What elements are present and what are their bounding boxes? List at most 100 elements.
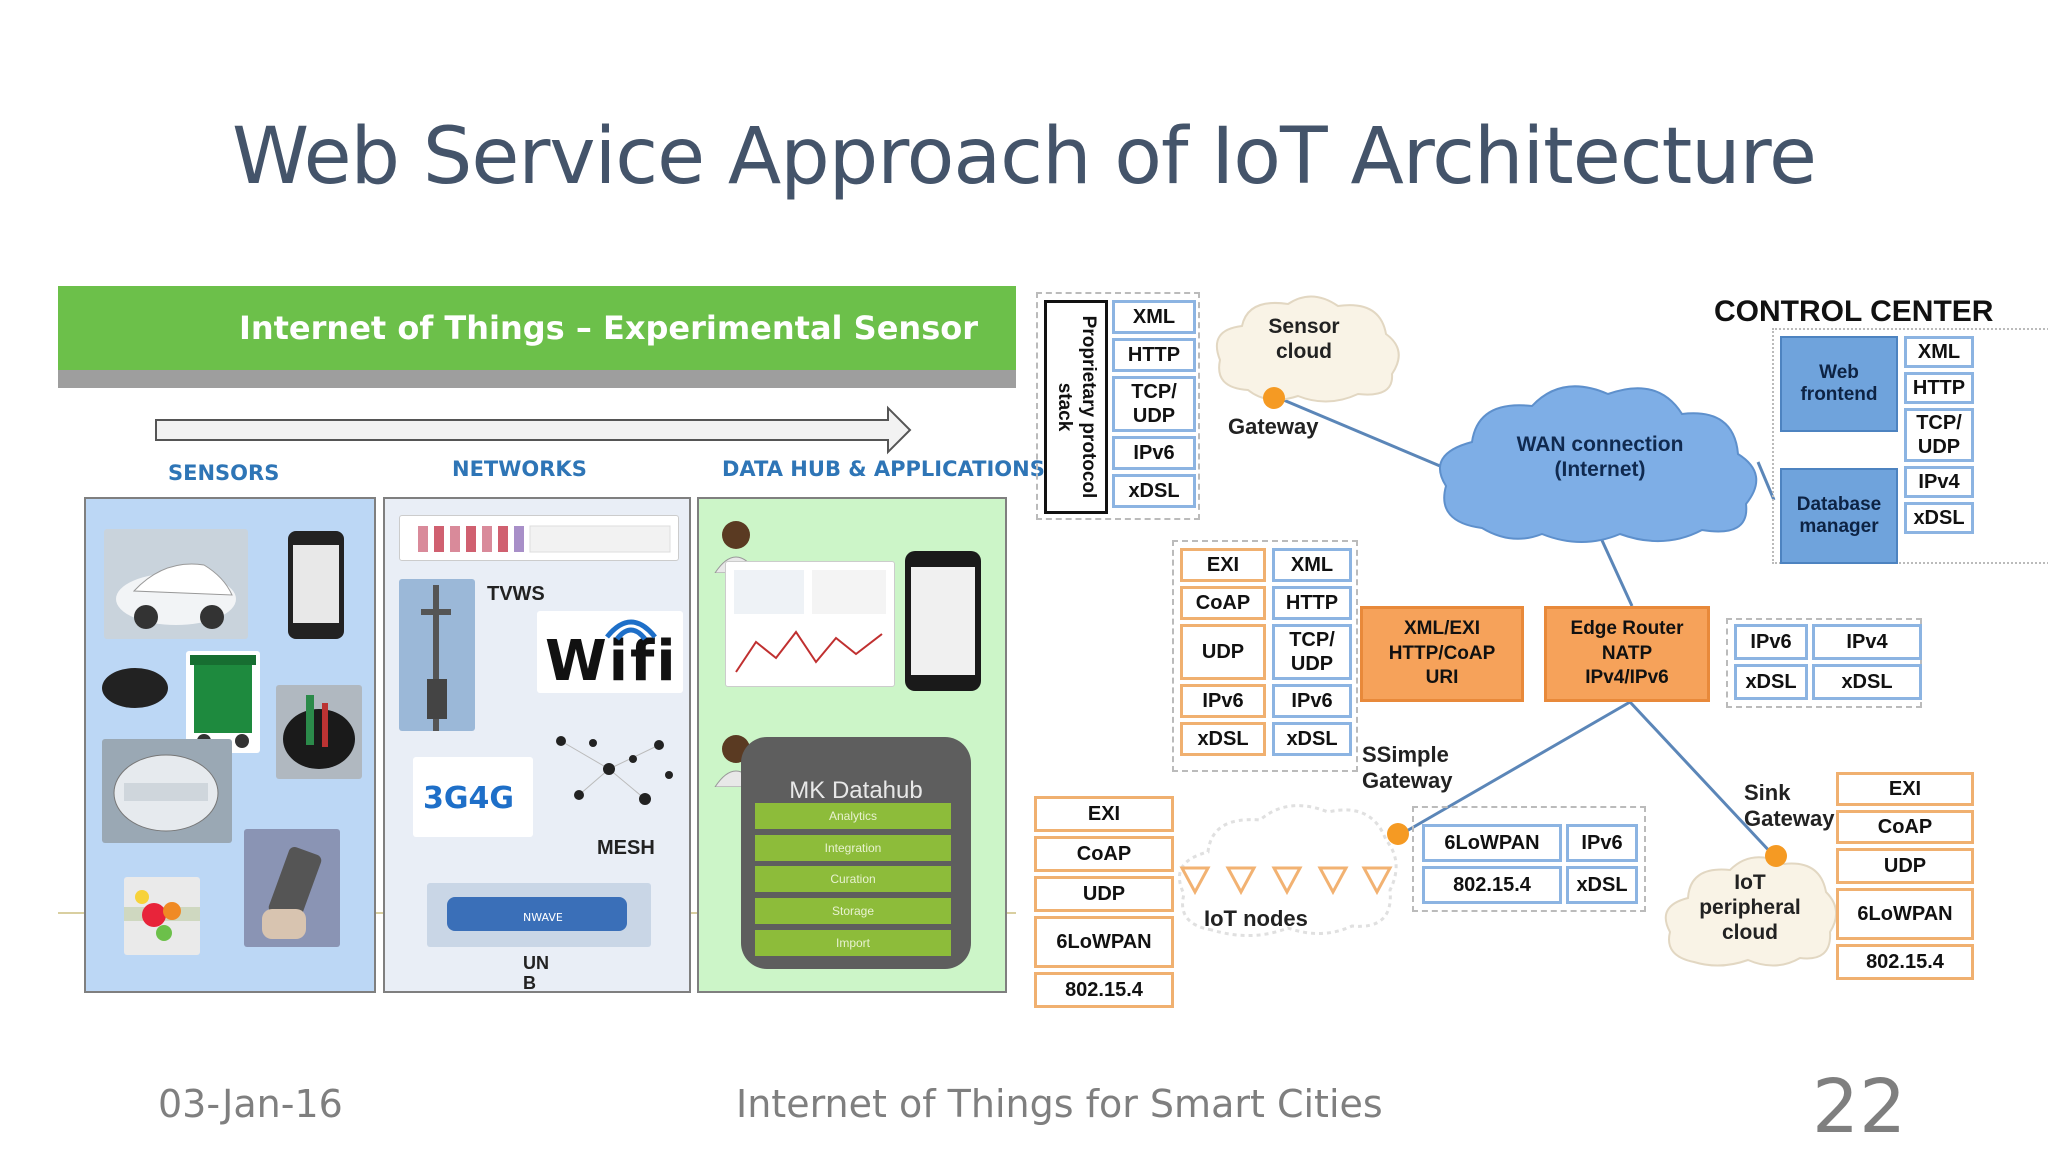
simple-grid-cell: 6LoWPAN: [1422, 824, 1562, 862]
simple-grid-frame: [1412, 806, 1646, 912]
node-stack-layer: 6LoWPAN: [1034, 916, 1174, 968]
peripheral-stack-layer: 802.15.4: [1836, 944, 1974, 980]
tvws-mast-photo: [399, 579, 475, 731]
edge-left-stack-layer: xDSL: [1180, 722, 1266, 756]
control-stack-layer: XML: [1904, 336, 1974, 368]
gateway-label: Gateway: [1228, 414, 1319, 439]
banner-shadow: [58, 370, 1016, 388]
control-stack-layer: IPv4: [1904, 466, 1974, 498]
node-stack-layer: EXI: [1034, 796, 1174, 832]
proprietary-label-box: Proprietary protocol stack: [1044, 300, 1108, 514]
router-grid-cell: IPv6: [1734, 624, 1808, 660]
iot-nodes-label: IoT nodes: [1204, 906, 1308, 931]
edge-left-stack-layer: UDP: [1180, 624, 1266, 680]
heatmap-photo: [124, 877, 200, 955]
datahub-item-storage: Storage: [755, 898, 951, 924]
control-center-title: CONTROL CENTER: [1714, 295, 1994, 328]
edge-router-box: Edge Router NATP IPv4/IPv6: [1544, 606, 1710, 702]
node-stack-layer: UDP: [1034, 876, 1174, 912]
peripheral-stack-layer: CoAP: [1836, 810, 1974, 844]
gateway-node-dot: [1263, 387, 1285, 409]
footer-date: 03-Jan-16: [158, 1082, 343, 1126]
proprietary-stack-layer: TCP/ UDP: [1112, 376, 1196, 432]
database-manager-box: Database manager: [1780, 468, 1898, 564]
unb-label-line1: UN: [523, 953, 549, 973]
footer-text: Internet of Things for Smart Cities: [736, 1082, 1383, 1126]
mesh-network-graphic: [549, 729, 681, 815]
edge-right-stack-layer: XML: [1272, 548, 1352, 582]
control-center-frame: [1772, 328, 2048, 564]
proprietary-stack-layer: HTTP: [1112, 338, 1196, 372]
page-number: 22: [1812, 1064, 1907, 1150]
wan-cloud-shape: [1439, 385, 1758, 543]
simple-grid-cell: xDSL: [1566, 866, 1638, 904]
datahub-title: MK Datahub: [789, 777, 923, 804]
cellular-logo: 3G4G: [413, 757, 533, 837]
mesh-label: MESH: [597, 837, 655, 859]
peripheral-stack-layer: UDP: [1836, 848, 1974, 884]
networks-panel: TVWS Wifi 3G4G MESH NWAVE UN B: [383, 497, 691, 993]
peripheral-stack-layer: 6LoWPAN: [1836, 888, 1974, 940]
edge-left-stack-layer: IPv6: [1180, 684, 1266, 718]
datahub-panel: MK Datahub Analytics Integration Curatio…: [697, 497, 1007, 993]
datahub-box: MK Datahub Analytics Integration Curatio…: [741, 737, 971, 969]
spectrum-chart: [399, 515, 679, 561]
peripheral-cloud-label: IoT peripheral cloud: [1699, 871, 1801, 945]
edge-right-stack-layer: TCP/ UDP: [1272, 624, 1352, 680]
networks-heading: NETWORKS: [452, 457, 587, 481]
sensor-cloud-shape: [1215, 295, 1400, 403]
simple-grid-cell: IPv6: [1566, 824, 1638, 862]
mobile-app-screenshot: [905, 551, 981, 691]
router-grid-frame: [1726, 618, 1922, 708]
iot-nodes-cloud-shape: [1178, 804, 1398, 938]
datahub-item-curation: Curation: [755, 866, 951, 892]
proprietary-label: Proprietary protocol stack: [1054, 315, 1099, 499]
node-stack-layer: 802.15.4: [1034, 972, 1174, 1008]
handheld-device-photo: [244, 829, 340, 947]
datahub-item-analytics: Analytics: [755, 803, 951, 829]
simple-gateway-label: SSimple Gateway: [1362, 742, 1453, 794]
wan-label: WAN connection (Internet): [1516, 433, 1684, 482]
proprietary-stack-layer: XML: [1112, 300, 1196, 334]
peripheral-stack-layer: EXI: [1836, 772, 1974, 806]
slide-title: Web Service Approach of IoT Architecture: [232, 112, 1817, 202]
control-stack-layer: TCP/ UDP: [1904, 408, 1974, 462]
disc-sensor-photo: [100, 663, 170, 713]
proprietary-stack-layer: xDSL: [1112, 474, 1196, 508]
control-stack-layer: xDSL: [1904, 502, 1974, 534]
electric-car-photo: [104, 529, 248, 639]
edge-left-stack-layer: EXI: [1180, 548, 1266, 582]
peripheral-cloud-shape: [1664, 856, 1837, 967]
smartphone-photo: [288, 531, 344, 639]
water-meter-photo: [102, 739, 232, 843]
proprietary-stack-frame: [1036, 292, 1200, 520]
banner-background: [58, 286, 1016, 370]
simple-grid-cell: 802.15.4: [1422, 866, 1562, 904]
sink-gateway-dot: [1765, 845, 1787, 867]
waste-bin-photo: [186, 651, 260, 753]
unb-label-line2: B: [523, 973, 536, 993]
dashboard-screenshot: [725, 561, 895, 687]
router-grid-cell: IPv4: [1812, 624, 1922, 660]
pipe-sensor-photo: [276, 685, 362, 779]
unb-device-photo: NWAVE: [427, 883, 651, 947]
router-grid-cell: xDSL: [1734, 664, 1808, 700]
sensors-panel: [84, 497, 376, 993]
sensors-heading: SENSORS: [168, 461, 280, 485]
hub-heading: DATA HUB & APPLICATIONS: [722, 457, 1045, 481]
edge-left-stack-layer: CoAP: [1180, 586, 1266, 620]
node-stack-layer: CoAP: [1034, 836, 1174, 872]
proprietary-stack-layer: IPv6: [1112, 436, 1196, 470]
datahub-item-import: Import: [755, 930, 951, 956]
edge-right-stack-layer: IPv6: [1272, 684, 1352, 718]
edge-right-stack-layer: HTTP: [1272, 586, 1352, 620]
svg-text:NWAVE: NWAVE: [523, 911, 563, 924]
tvws-label: TVWS: [487, 583, 545, 605]
flow-arrow: [155, 405, 912, 455]
datahub-item-integration: Integration: [755, 835, 951, 861]
translation-box: XML/EXI HTTP/CoAP URI: [1360, 606, 1524, 702]
sensor-cloud-label: Sensor cloud: [1268, 315, 1340, 364]
edge-stacks-frame: [1172, 540, 1358, 772]
